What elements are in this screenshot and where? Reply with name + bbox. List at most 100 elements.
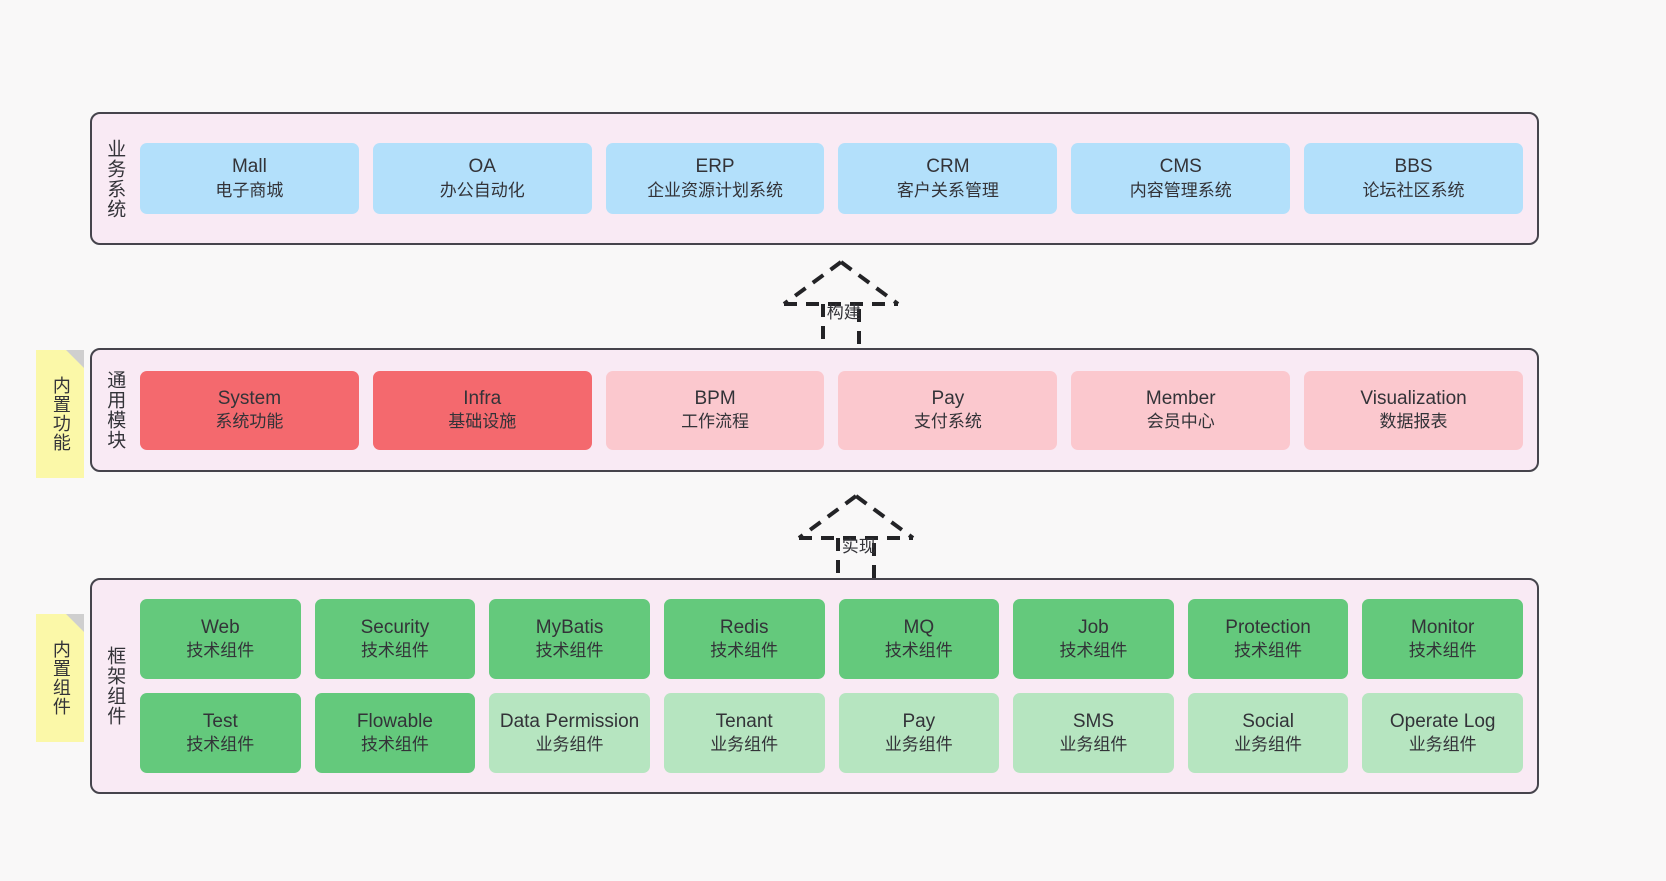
module-name: BPM [694, 387, 736, 409]
module-card-erp[interactable]: ERP 企业资源计划系统 [605, 143, 825, 214]
module-name: System [217, 387, 282, 409]
module-card-sms[interactable]: SMS 业务组件 [1013, 693, 1174, 773]
module-subtitle: 数据报表 [1379, 412, 1448, 432]
module-name: SMS [1072, 710, 1115, 732]
module-card-mall[interactable]: Mall 电子商城 [140, 143, 359, 214]
module-name: Flowable [356, 710, 433, 732]
module-card-tenant[interactable]: Tenant 业务组件 [663, 693, 825, 773]
module-card-security[interactable]: Security 技术组件 [314, 599, 476, 679]
module-card-redis[interactable]: Redis 技术组件 [663, 599, 825, 679]
module-name: MyBatis [535, 616, 604, 638]
folded-corner-icon [66, 350, 84, 368]
card-row: System 系统功能 Infra 基础设施 BPM 工作流程 Pay 支付系统… [140, 370, 1523, 450]
sticky-note-label: 内置组件 [50, 640, 71, 716]
module-card-visualization[interactable]: Visualization 数据报表 [1304, 370, 1523, 450]
module-card-protection[interactable]: Protection 技术组件 [1187, 599, 1349, 679]
card-row: Web 技术组件 Security 技术组件 MyBatis 技术组件 Redi… [140, 599, 1523, 679]
connector-realize: 实现 [781, 492, 931, 586]
module-name: Pay [931, 387, 965, 409]
module-card-member[interactable]: Member 会员中心 [1071, 370, 1291, 450]
sticky-note-label: 内置功能 [50, 376, 71, 452]
module-subtitle: 支付系统 [913, 412, 982, 432]
module-name: Data Permission [499, 710, 640, 732]
sticky-note-built-in-function: 内置功能 [36, 350, 84, 478]
module-subtitle: 业务组件 [1234, 735, 1303, 755]
module-name: Redis [719, 616, 769, 638]
module-subtitle: 会员中心 [1146, 412, 1215, 432]
module-name: Test [202, 710, 238, 732]
module-card-infra[interactable]: Infra 基础设施 [372, 370, 592, 450]
module-card-oa[interactable]: OA 办公自动化 [372, 143, 592, 214]
module-subtitle: 技术组件 [884, 641, 953, 661]
module-subtitle: 技术组件 [186, 735, 255, 755]
module-name: Mall [231, 156, 267, 178]
module-card-data-permission[interactable]: Data Permission 业务组件 [489, 693, 650, 773]
layer-title-framework-component: 框架组件 [104, 646, 126, 726]
card-row: Test 技术组件 Flowable 技术组件 Data Permission … [140, 693, 1523, 773]
module-subtitle: 技术组件 [535, 641, 604, 661]
module-card-cms[interactable]: CMS 内容管理系统 [1071, 143, 1291, 214]
module-card-mq[interactable]: MQ 技术组件 [838, 599, 1000, 679]
module-subtitle: 办公自动化 [439, 180, 525, 200]
module-name: Protection [1225, 616, 1311, 638]
module-name: Social [1242, 710, 1294, 732]
layer-body-common-module: System 系统功能 Infra 基础设施 BPM 工作流程 Pay 支付系统… [136, 350, 1537, 470]
module-card-pay-business[interactable]: Pay 业务组件 [838, 693, 1000, 773]
module-card-operate-log[interactable]: Operate Log 业务组件 [1362, 693, 1523, 773]
module-card-flowable[interactable]: Flowable 技术组件 [314, 693, 476, 773]
module-name: CMS [1159, 156, 1202, 178]
module-name: ERP [695, 156, 735, 178]
module-subtitle: 业务组件 [884, 735, 953, 755]
module-subtitle: 业务组件 [1408, 735, 1477, 755]
module-name: Pay [902, 710, 936, 732]
module-subtitle: 企业资源计划系统 [647, 180, 784, 200]
module-name: MQ [903, 616, 935, 638]
module-subtitle: 技术组件 [360, 641, 429, 661]
layer-business-system: 业务系统 Mall 电子商城 OA 办公自动化 ERP 企业资源计划系统 CRM… [90, 112, 1539, 245]
module-name: Web [200, 616, 240, 638]
module-subtitle: 业务组件 [535, 735, 604, 755]
module-card-pay[interactable]: Pay 支付系统 [838, 370, 1058, 450]
folded-corner-icon [66, 614, 84, 632]
module-card-web[interactable]: Web 技术组件 [140, 599, 301, 679]
module-card-crm[interactable]: CRM 客户关系管理 [838, 143, 1058, 214]
module-card-system[interactable]: System 系统功能 [140, 370, 359, 450]
module-card-social[interactable]: Social 业务组件 [1187, 693, 1349, 773]
module-subtitle: 工作流程 [681, 412, 750, 432]
module-name: Operate Log [1389, 710, 1496, 732]
module-card-job[interactable]: Job 技术组件 [1013, 599, 1174, 679]
module-subtitle: 技术组件 [186, 641, 255, 661]
module-subtitle: 技术组件 [710, 641, 779, 661]
module-subtitle: 业务组件 [710, 735, 779, 755]
module-subtitle: 基础设施 [448, 412, 517, 432]
module-subtitle: 业务组件 [1059, 735, 1128, 755]
module-card-bpm[interactable]: BPM 工作流程 [605, 370, 825, 450]
layer-body-business-system: Mall 电子商城 OA 办公自动化 ERP 企业资源计划系统 CRM 客户关系… [136, 114, 1537, 243]
module-subtitle: 技术组件 [1059, 641, 1128, 661]
module-name: Tenant [715, 710, 773, 732]
module-subtitle: 论坛社区系统 [1362, 180, 1465, 200]
module-card-bbs[interactable]: BBS 论坛社区系统 [1304, 143, 1523, 214]
module-name: Security [360, 616, 430, 638]
module-name: Job [1078, 616, 1109, 638]
layer-common-module: 通用模块 System 系统功能 Infra 基础设施 BPM 工作流程 Pay… [90, 348, 1539, 472]
module-name: Infra [463, 387, 502, 409]
layer-framework-component: 框架组件 Web 技术组件 Security 技术组件 MyBatis 技术组件… [90, 578, 1539, 794]
connector-build: 构建 [766, 258, 916, 352]
module-subtitle: 系统功能 [215, 412, 284, 432]
module-card-monitor[interactable]: Monitor 技术组件 [1362, 599, 1523, 679]
layer-body-framework-component: Web 技术组件 Security 技术组件 MyBatis 技术组件 Redi… [136, 580, 1537, 792]
module-name: Member [1145, 387, 1216, 409]
sticky-note-built-in-component: 内置组件 [36, 614, 84, 742]
module-subtitle: 电子商城 [215, 180, 284, 200]
module-card-test[interactable]: Test 技术组件 [140, 693, 301, 773]
module-name: Visualization [1360, 387, 1467, 409]
module-card-mybatis[interactable]: MyBatis 技术组件 [489, 599, 650, 679]
module-subtitle: 客户关系管理 [896, 180, 999, 200]
module-name: CRM [926, 156, 970, 178]
module-name: OA [468, 156, 496, 178]
module-subtitle: 内容管理系统 [1129, 180, 1232, 200]
module-name: BBS [1394, 156, 1433, 178]
connector-label-build: 构建 [826, 303, 861, 322]
